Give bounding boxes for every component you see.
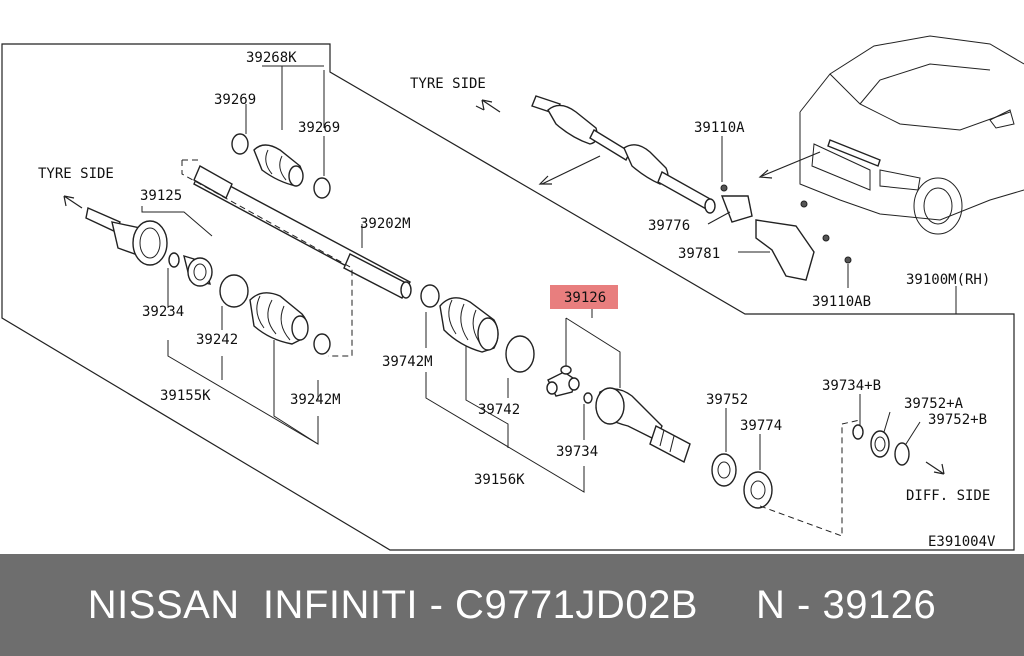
part-label-39752: 39752 bbox=[706, 392, 748, 408]
part-label-39125: 39125 bbox=[140, 188, 182, 204]
part-label-39202M: 39202M bbox=[360, 216, 411, 232]
footer-banner: NISSAN INFINITI - C9771JD02B N - 39126 bbox=[0, 554, 1024, 656]
boot-39155K bbox=[249, 292, 309, 345]
seal-39752A bbox=[870, 430, 890, 458]
middle-assembly bbox=[420, 284, 861, 537]
seal-39752 bbox=[711, 453, 737, 487]
shaft-39202M bbox=[193, 165, 412, 299]
outer-joint-part bbox=[85, 207, 168, 266]
boot-band-39269-left bbox=[231, 133, 249, 155]
part-label-39734: 39734 bbox=[556, 444, 598, 460]
seal-39752B bbox=[894, 442, 910, 466]
part-label-39742: 39742 bbox=[478, 402, 520, 418]
part-label-39269-right: 39269 bbox=[298, 120, 340, 136]
label-tyre-side-left: TYRE SIDE bbox=[38, 166, 114, 182]
bearing-39774 bbox=[743, 471, 773, 509]
part-label-39234: 39234 bbox=[142, 304, 184, 320]
diagram-code: E391004V bbox=[928, 534, 996, 550]
part-label-39110A: 39110A bbox=[694, 120, 745, 136]
diagram-frame bbox=[1, 43, 1015, 551]
boot-band-39269-right bbox=[313, 177, 331, 199]
shaft-dashed-frame bbox=[181, 160, 353, 357]
tripod-39126 bbox=[546, 365, 580, 397]
part-label-39742M: 39742M bbox=[382, 354, 433, 370]
part-label-39126: 39126 bbox=[564, 290, 606, 306]
label-tyre-side-top: TYRE SIDE bbox=[410, 76, 486, 92]
parts-diagram: TYRE SIDE TYRE SIDE DIFF. SIDE 39268K 39… bbox=[1, 35, 1024, 551]
part-label-39268K: 39268K bbox=[246, 50, 297, 66]
part-label-39155K: 39155K bbox=[160, 388, 211, 404]
car-illustration bbox=[758, 35, 1024, 235]
joint-housing bbox=[595, 387, 691, 464]
diff-side-seals bbox=[852, 394, 921, 466]
boot-band-39242 bbox=[219, 274, 249, 308]
boot-band-39242M bbox=[313, 333, 331, 355]
part-label-39242M: 39242M bbox=[290, 392, 341, 408]
arrow-tyre-side-top-icon bbox=[475, 99, 501, 113]
left-shaft-assembly bbox=[85, 65, 412, 445]
snap-ring-39234 bbox=[168, 252, 180, 268]
arrow-tyre-side-left-icon bbox=[63, 195, 83, 209]
boot-band-39742 bbox=[505, 335, 535, 373]
assembled-shaft-view bbox=[531, 95, 716, 214]
part-label-39269-left: 39269 bbox=[214, 92, 256, 108]
inner-race-part bbox=[183, 254, 213, 287]
part-label-39776: 39776 bbox=[648, 218, 690, 234]
snap-ring-39734B bbox=[852, 424, 864, 440]
snap-ring-39734 bbox=[583, 392, 593, 404]
label-diff-side: DIFF. SIDE bbox=[906, 488, 990, 504]
boot-39156K bbox=[439, 297, 499, 353]
footer-part-number: NISSAN INFINITI - C9771JD02B N - 39126 bbox=[87, 582, 937, 627]
part-label-39100M: 39100M(RH) bbox=[906, 272, 990, 288]
bracket-assembly bbox=[707, 136, 852, 288]
arrow-diff-side-icon bbox=[925, 461, 945, 475]
part-label-39110AB: 39110AB bbox=[812, 294, 871, 310]
boot-band-39742M bbox=[420, 284, 440, 308]
part-label-39752A: 39752+A bbox=[904, 396, 964, 412]
part-label-39242: 39242 bbox=[196, 332, 238, 348]
part-label-39156K: 39156K bbox=[474, 472, 525, 488]
part-label-39781: 39781 bbox=[678, 246, 720, 262]
boot-39268K bbox=[253, 144, 304, 187]
part-label-39734B: 39734+B bbox=[822, 378, 881, 394]
part-label-39752B: 39752+B bbox=[928, 412, 987, 428]
highlight-39126 bbox=[550, 285, 618, 309]
part-label-39774: 39774 bbox=[740, 418, 782, 434]
